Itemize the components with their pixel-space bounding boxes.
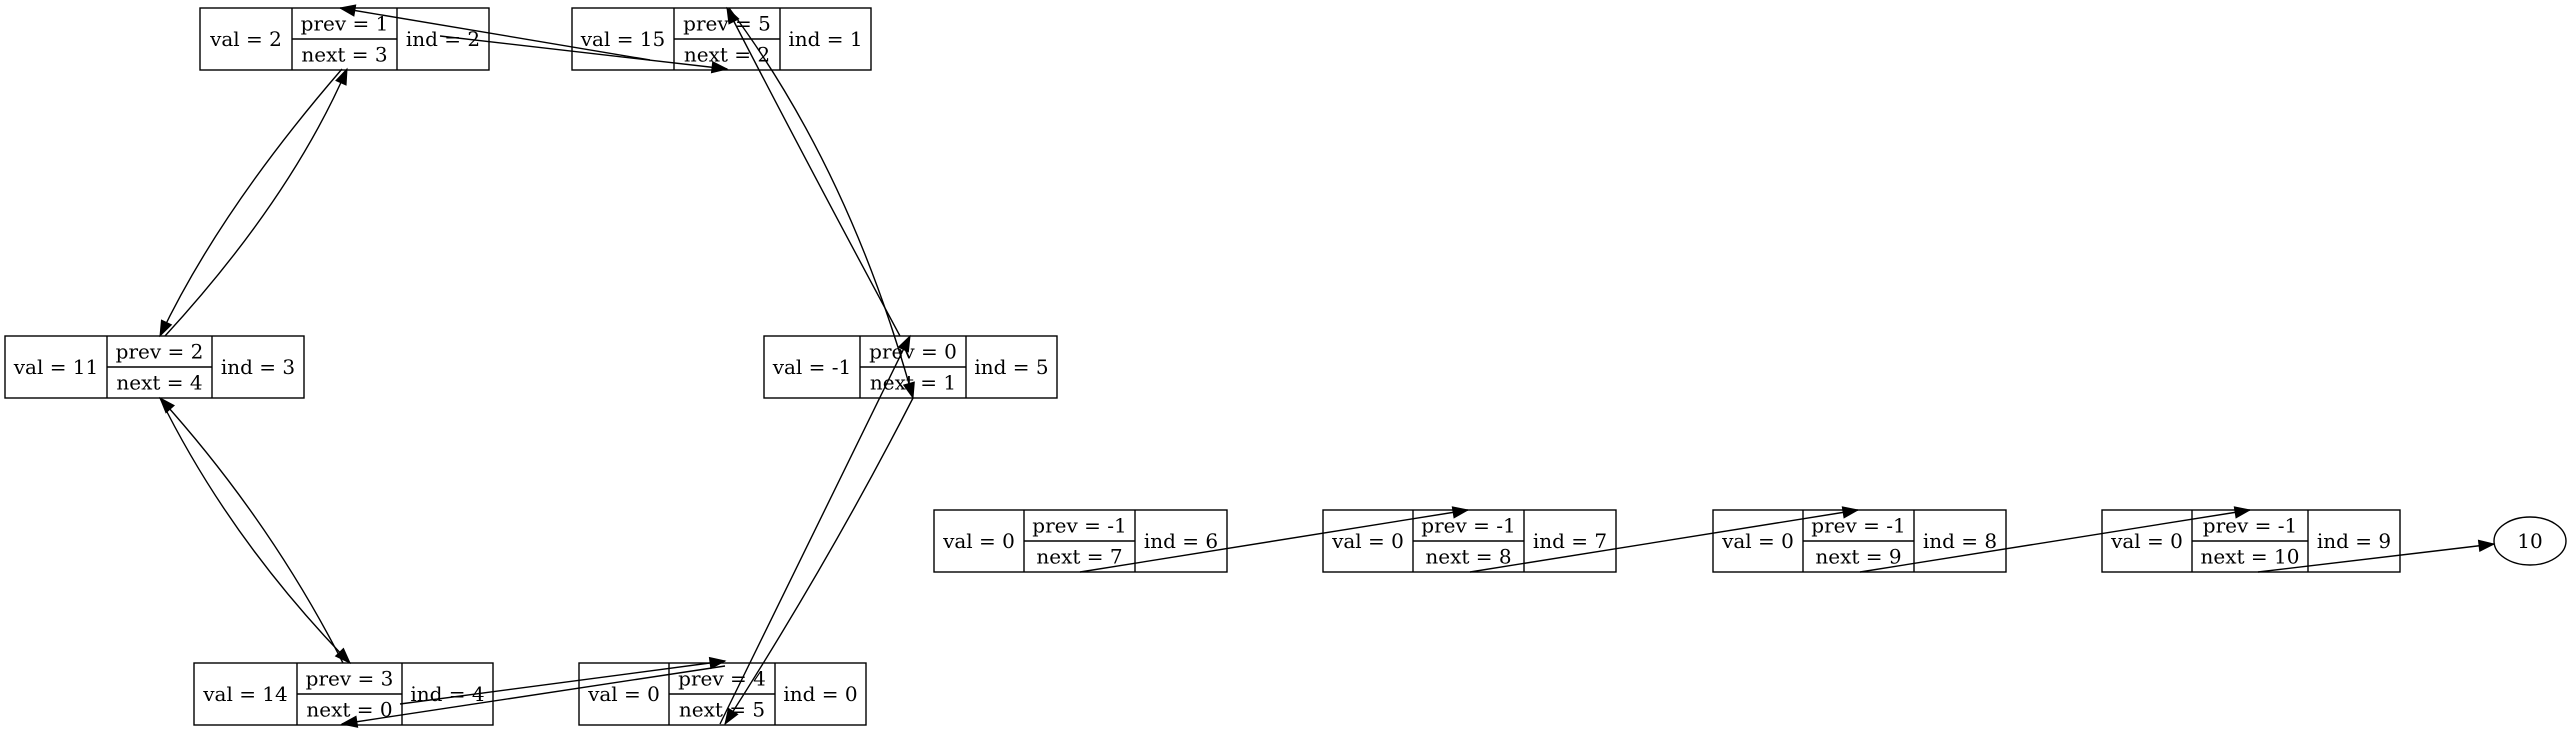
record-node-ind-3: val = 11 prev = 2 next = 4 ind = 3 — [4, 335, 305, 399]
next-label: next = 1 — [870, 371, 956, 395]
record-outline — [199, 7, 490, 71]
ind-label: ind = 4 — [410, 682, 484, 706]
edge-ind9-to-terminal — [2257, 539, 2496, 573]
edge-ind2-to-ind3 — [159, 68, 343, 338]
prev-label: prev = 2 — [116, 340, 204, 364]
prev-label: prev = 1 — [301, 12, 389, 36]
next-label: next = 5 — [679, 698, 765, 722]
record-outline — [571, 7, 872, 71]
node-layer: val = 2 prev = 1 next = 3 ind = 2 val = 15 pr… — [4, 7, 2567, 726]
edge-ind0-to-ind5 — [719, 334, 911, 725]
next-label: next = 0 — [306, 698, 392, 722]
prev-label: prev = 4 — [678, 667, 766, 691]
record-outline — [4, 335, 305, 399]
ind-label: ind = 1 — [788, 27, 862, 51]
prev-label: prev = 5 — [683, 12, 771, 36]
edge-ind1-to-ind5 — [728, 7, 915, 400]
next-label: next = 9 — [1815, 545, 1901, 569]
prev-label: prev = -1 — [1811, 514, 1905, 538]
ind-label: ind = 5 — [974, 355, 1048, 379]
edge-ind3-to-ind4 — [159, 397, 352, 665]
val-label: val = -1 — [772, 355, 852, 379]
record-node-ind-6: val = 0 prev = -1 next = 7 ind = 6 — [933, 509, 1228, 573]
prev-label: prev = 0 — [869, 340, 957, 364]
prev-label: prev = 3 — [306, 667, 394, 691]
next-label: next = 8 — [1425, 545, 1511, 569]
terminal-ellipse — [2493, 516, 2567, 566]
terminal-node: 10 — [2493, 516, 2567, 566]
record-outline — [933, 509, 1228, 573]
record-outline — [763, 335, 1058, 399]
record-node-ind-8: val = 0 prev = -1 next = 9 ind = 8 — [1712, 509, 2007, 573]
record-node-ind-9: val = 0 prev = -1 next = 10 ind = 9 — [2101, 509, 2401, 573]
next-label: next = 4 — [116, 371, 202, 395]
prev-label: prev = -1 — [1421, 514, 1515, 538]
ind-label: ind = 7 — [1533, 529, 1607, 553]
record-outline — [1322, 509, 1617, 573]
val-label: val = 11 — [13, 355, 99, 379]
record-outline — [578, 662, 867, 726]
prev-label: prev = -1 — [2203, 514, 2297, 538]
edge-ind0-to-ind4 — [340, 665, 726, 728]
edge-ind7-to-ind8 — [1469, 506, 1860, 573]
val-label: val = 0 — [2110, 529, 2183, 553]
record-node-ind-5: val = -1 prev = 0 next = 1 ind = 5 — [763, 335, 1058, 399]
record-outline — [193, 662, 494, 726]
val-label: val = 2 — [209, 27, 282, 51]
val-label: val = 0 — [1721, 529, 1794, 553]
edge-ind6-to-ind7 — [1079, 506, 1470, 573]
ind-label: ind = 0 — [783, 682, 857, 706]
edge-ind5-to-ind0 — [724, 397, 914, 726]
val-label: val = 0 — [587, 682, 660, 706]
prev-label: prev = -1 — [1032, 514, 1126, 538]
next-label: next = 10 — [2201, 545, 2300, 569]
ind-label: ind = 8 — [1923, 529, 1997, 553]
val-label: val = 0 — [1331, 529, 1404, 553]
val-label: val = 14 — [202, 682, 288, 706]
terminal-label: 10 — [2517, 529, 2542, 553]
ind-label: ind = 9 — [2317, 529, 2391, 553]
val-label: val = 15 — [580, 27, 666, 51]
next-label: next = 7 — [1036, 545, 1122, 569]
ind-label: ind = 6 — [1144, 529, 1218, 553]
ind-label: ind = 2 — [406, 27, 480, 51]
record-node-ind-1: val = 15 prev = 5 next = 2 ind = 1 — [571, 7, 872, 71]
ind-label: ind = 3 — [221, 355, 295, 379]
record-node-ind-4: val = 14 prev = 3 next = 0 ind = 4 — [193, 662, 494, 726]
next-label: next = 3 — [301, 43, 387, 67]
val-label: val = 0 — [942, 529, 1015, 553]
record-outline — [1712, 509, 2007, 573]
edge-ind3-to-ind2 — [164, 67, 348, 337]
record-node-ind-0: val = 0 prev = 4 next = 5 ind = 0 — [578, 662, 867, 726]
edge-ind5-to-ind1 — [726, 6, 901, 337]
record-node-ind-7: val = 0 prev = -1 next = 8 ind = 7 — [1322, 509, 1617, 573]
record-node-ind-2: val = 2 prev = 1 next = 3 ind = 2 — [199, 7, 490, 71]
edge-layer — [159, 4, 2496, 728]
edge-ind4-to-ind3 — [159, 396, 344, 664]
next-label: next = 2 — [684, 43, 770, 67]
record-outline — [2101, 509, 2401, 573]
